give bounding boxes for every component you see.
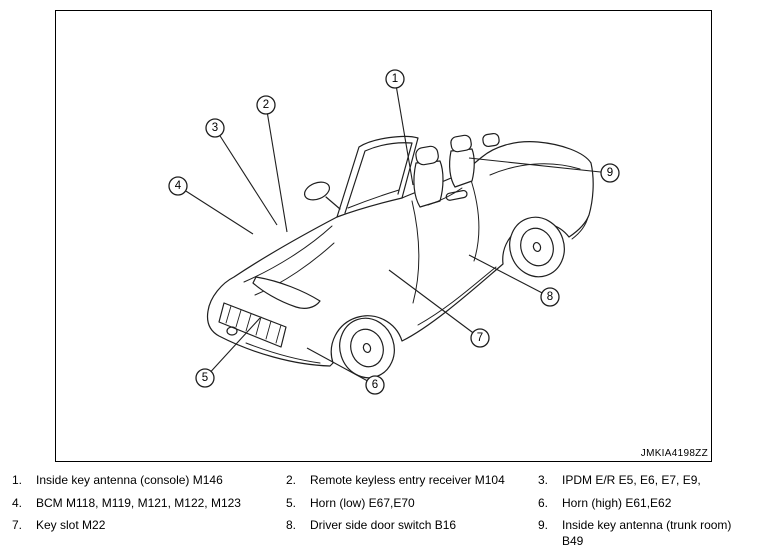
seat-back-left <box>413 160 444 208</box>
figure-frame: 1 2 3 4 5 6 7 8 9 JMKIA4198ZZ <box>55 10 712 462</box>
callout-2-line <box>265 104 288 233</box>
rear-wheel <box>509 216 565 278</box>
callout-4-line <box>177 185 254 235</box>
front-wheel <box>339 317 395 379</box>
cowl-line <box>336 197 403 218</box>
legend-item-9-number: 9. <box>538 518 549 532</box>
mirror-stalk <box>325 196 341 210</box>
legend-item-9-text-line2: B49 <box>562 534 584 548</box>
callout-9-line <box>468 157 611 174</box>
legend-item-2-text: Remote keyless entry receiver M104 <box>310 473 505 487</box>
bumper-line <box>245 342 321 364</box>
legend-item-4-text: BCM M118, M119, M121, M122, M123 <box>36 496 241 510</box>
callout-8-marker <box>540 287 560 307</box>
legend-item-5-text: Horn (low) E67,E70 <box>310 496 415 510</box>
legend-item-3-text: IPDM E/R E5, E6, E7, E9, <box>562 473 701 487</box>
headrest-left <box>415 145 439 166</box>
legend-item-8-text: Driver side door switch B16 <box>310 518 457 532</box>
callout-7-number: 7 <box>477 332 483 344</box>
legend-item-7-number: 7. <box>12 518 23 532</box>
legend-item-9-text: Inside key antenna (trunk room) <box>562 518 732 532</box>
callout-5-number: 5 <box>202 372 208 384</box>
callout-1-line <box>394 78 414 186</box>
callout-markers: 1 2 3 4 5 6 7 8 9 <box>168 69 620 395</box>
windshield-inner-frame <box>344 142 413 214</box>
legend-item-2-number: 2. <box>286 473 297 487</box>
callout-9-number: 9 <box>607 167 613 179</box>
callout-3-number: 3 <box>212 122 218 134</box>
legend-item-6-text: Horn (high) E61,E62 <box>562 496 672 510</box>
callout-4-marker <box>168 176 188 196</box>
callout-4-number: 4 <box>175 180 182 192</box>
side-mirror <box>303 181 331 201</box>
callout-1-number: 1 <box>392 73 398 85</box>
callout-2-marker <box>256 95 276 115</box>
figure-canvas: 1 2 3 4 5 6 7 8 9 <box>168 69 620 395</box>
headrest-right <box>450 134 472 153</box>
legend-item-1-number: 1. <box>12 473 23 487</box>
legend-item-7-text: Key slot M22 <box>36 518 106 532</box>
legend-item-4-number: 4. <box>12 496 23 510</box>
dash-line <box>347 189 400 209</box>
seat-back-right <box>449 148 475 188</box>
callout-3-line <box>214 127 278 226</box>
callout-3-marker <box>205 118 225 138</box>
legend-item-1-text: Inside key antenna (console) M146 <box>36 473 223 487</box>
legend-item-5-number: 5. <box>286 496 297 510</box>
legend-item-8-number: 8. <box>286 518 297 532</box>
grille-hatch <box>225 305 282 344</box>
callout-7-marker <box>470 328 490 348</box>
legend-item-3-number: 3. <box>538 473 549 487</box>
rocker-shadow-line <box>417 266 497 326</box>
rear-bumper-seam <box>571 216 589 240</box>
callout-6-line <box>306 347 376 386</box>
callout-5-marker <box>195 368 215 388</box>
figure-code: JMKIA4198ZZ <box>640 448 708 459</box>
callout-2-number: 2 <box>263 99 269 111</box>
headlight <box>252 276 321 309</box>
callout-9-marker <box>600 163 620 183</box>
callout-5-line <box>204 317 261 379</box>
callout-lines <box>177 78 611 386</box>
hood-crease-1 <box>243 225 333 283</box>
callout-6-number: 6 <box>372 379 378 391</box>
grille-outline <box>218 302 287 348</box>
callout-8-number: 8 <box>547 291 553 303</box>
legend-item-6-number: 6. <box>538 496 549 510</box>
console-line <box>427 187 463 206</box>
callout-8-line <box>468 254 551 298</box>
callout-6-marker <box>365 375 385 395</box>
fog-light <box>226 326 238 336</box>
callout-7-line <box>388 269 481 339</box>
headrest-rear <box>482 132 500 148</box>
callout-1-marker <box>385 69 405 89</box>
door-seam-rear <box>469 176 480 262</box>
car-illustration <box>206 132 594 379</box>
door-seam-front <box>411 200 420 304</box>
trunk-seam <box>489 163 581 176</box>
